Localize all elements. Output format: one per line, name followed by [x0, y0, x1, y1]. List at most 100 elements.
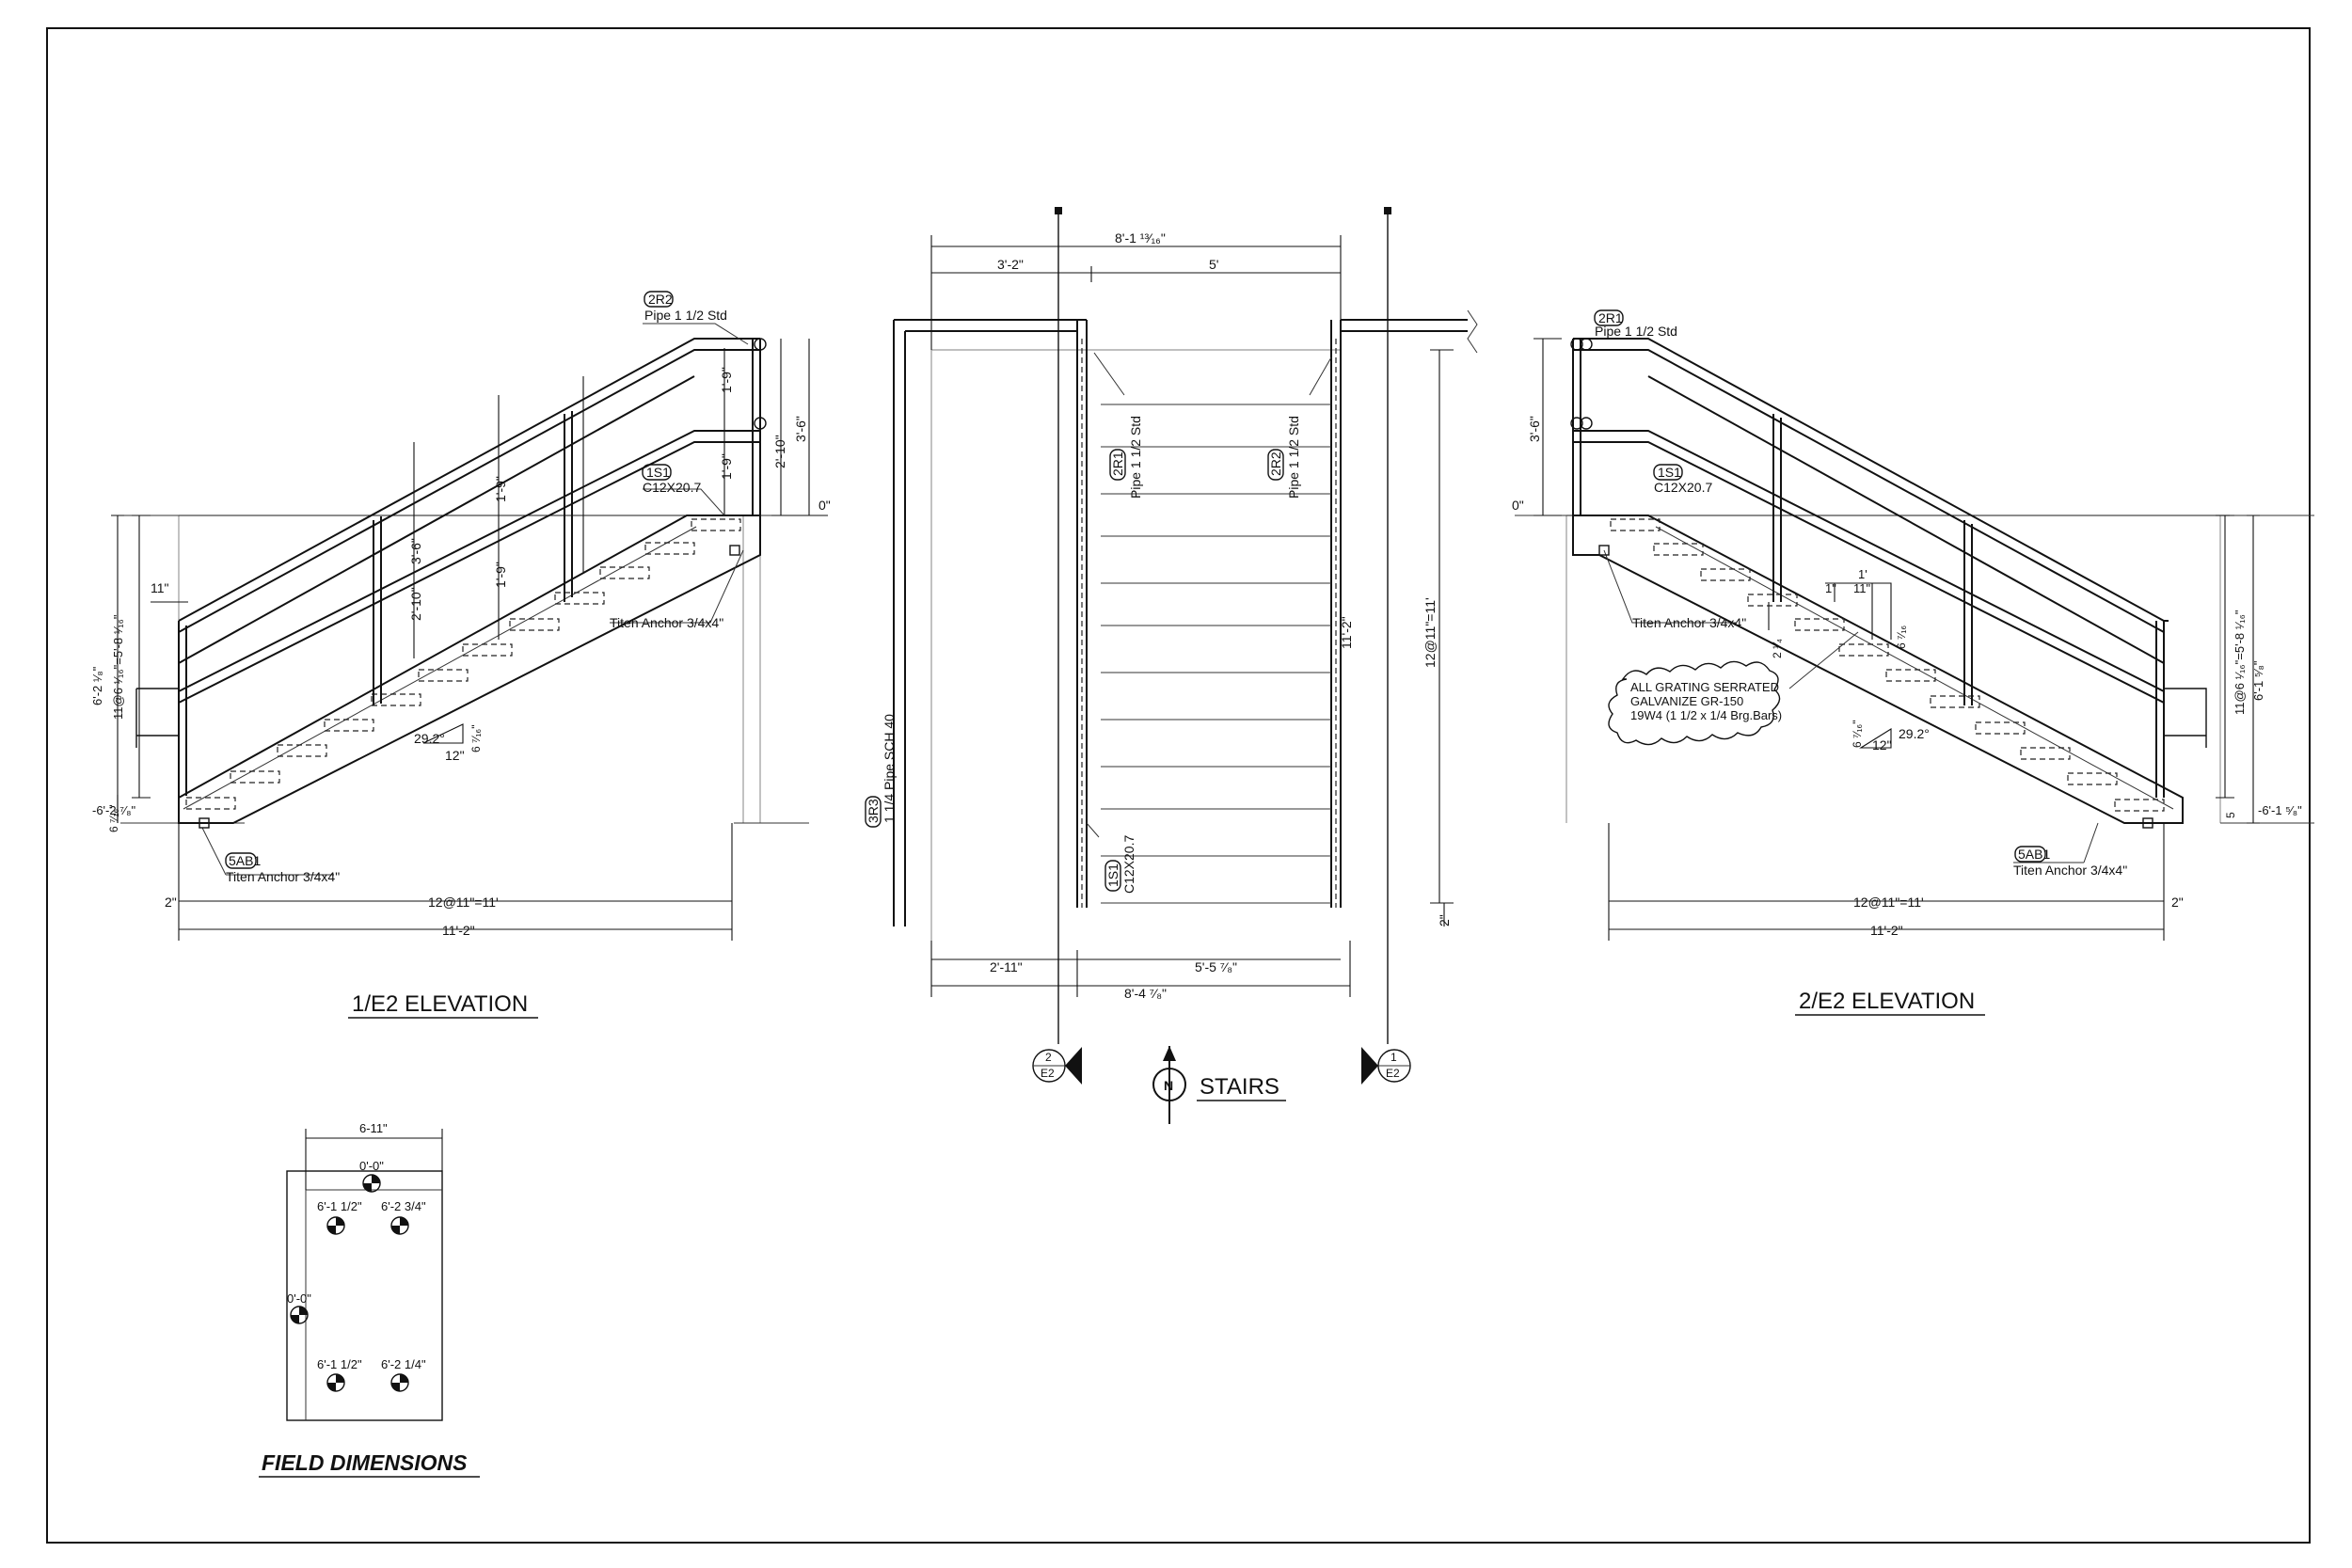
note-line-1: ALL GRATING SERRATED: [1630, 680, 1779, 694]
north-arrow-icon: N: [1152, 1046, 1186, 1124]
elev2-riser-b: 6 ⁷⁄₁₆": [1851, 720, 1864, 748]
elev1-run12: 12": [445, 748, 465, 763]
elev2-neg: -6'-1 ⁵⁄₈": [2258, 803, 2302, 817]
elev1-neg: -6'-2 ⁷⁄₈": [92, 803, 135, 817]
marker-right-sheet: E2: [1386, 1067, 1400, 1080]
elev1-pipe: Pipe 1 1/2 Std: [644, 308, 727, 323]
elev1-dim-11: 11": [151, 580, 169, 595]
elev2-rise-right: 6'-1 ⁵⁄₈": [2251, 660, 2265, 701]
elev2-rise-total: 11@6 ¹⁄₁₆"=5'-8 ¹⁄₁₆": [2233, 610, 2247, 715]
field-br: 6'-2 1/4": [381, 1357, 426, 1371]
elev1-dim-3-6b: 3'-6": [408, 538, 423, 564]
field-tl: 6'-1 1/2": [317, 1199, 362, 1213]
elev1-dim-1-9b: 1'-9": [719, 453, 734, 480]
plan-stairs: 2R1 Pipe 1 1/2 Std 2R2 Pipe 1 1/2 Std 11…: [865, 207, 1478, 1124]
elevation-1: 2R2 Pipe 1 1/2 Std 1S1 C12X20.7 0" 3'-6"…: [90, 291, 831, 1019]
plan-pipe-a: Pipe 1 1/2 Std: [1128, 416, 1143, 499]
plan-title: STAIRS: [1200, 1074, 1279, 1100]
plan-tag-3r3: 3R3: [866, 799, 881, 823]
field-top: 0'-0": [359, 1159, 384, 1173]
elev2-dim-0: 0": [1512, 498, 1524, 513]
handrail-2: [1570, 338, 2207, 798]
field-left: 0'-0": [287, 1291, 311, 1306]
elev2-channel: C12X20.7: [1654, 480, 1712, 495]
elev2-dim-2q: 2 ¹⁄₄: [1771, 639, 1784, 658]
elev1-title: 1/E2 ELEVATION: [352, 991, 528, 1017]
elev1-overall: 11'-2": [442, 923, 475, 938]
plan-overall-top: 8'-1 ¹³⁄₁₆": [1115, 230, 1166, 245]
treads-2: [1610, 518, 2165, 812]
field-dimensions: 6-11" 0'-0" 6'-1 1/2" 6'-2 3/4" 0'-0" 6'…: [259, 1121, 480, 1478]
elev1-rise-left: 6'-2 ¹⁄₈": [90, 666, 104, 705]
elev1-dim-2-10: 2'-10": [772, 435, 787, 468]
plan-tag-1s1: 1S1: [1105, 863, 1120, 887]
elev2-dim-1: 1': [1858, 567, 1867, 581]
elev2-treads: 12@11"=11': [1853, 895, 1924, 910]
plan-channel: C12X20.7: [1121, 835, 1136, 894]
elev2-run12: 12": [1872, 737, 1892, 752]
elev1-anchor-top: Titen Anchor 3/4x4": [610, 615, 723, 630]
plan-treads: 12@11"=11': [1422, 597, 1438, 668]
elev2-title: 2/E2 ELEVATION: [1799, 989, 1975, 1014]
elev2-anchor-bot: Titen Anchor 3/4x4": [2013, 863, 2127, 878]
elev1-tag-1s1: 1S1: [646, 465, 670, 480]
plan-tag-2r1: 2R1: [1110, 451, 1125, 476]
field-tr: 6'-2 3/4": [381, 1199, 426, 1213]
section-marker-right: 1 E2: [1361, 1047, 1411, 1085]
plan-dim-2: 2": [1437, 914, 1452, 927]
note-line-2: GALVANIZE GR-150: [1630, 694, 1743, 708]
elev2-dim-2: 2": [2171, 895, 2184, 910]
elevation-2: ALL GRATING SERRATED GALVANIZE GR-150 19…: [1512, 309, 2314, 1016]
elev1-treads: 12@11"=11': [428, 895, 499, 910]
field-title: FIELD DIMENSIONS: [262, 1450, 468, 1475]
section-marker-left: 2 E2: [1032, 1047, 1082, 1085]
survey-marker-icon: [290, 1174, 409, 1392]
treads-1: [185, 518, 741, 810]
marker-left-num: 2: [1045, 1051, 1052, 1064]
field-width: 6-11": [359, 1121, 388, 1135]
elev2-riser-a: 6 ⁷⁄₁₆: [1895, 626, 1908, 649]
elev1-riser-b: 6 ⁷⁄₁₆": [469, 724, 483, 752]
elev2-tag-5ab1: 5AB1: [2018, 847, 2050, 862]
sheet-border: [46, 27, 2311, 1544]
plan-pipe-b: Pipe 1 1/2 Std: [1286, 416, 1301, 499]
plan-dim-11-2: 11'-2": [1339, 616, 1354, 649]
plan-overall-bot: 8'-4 ⁷⁄₈": [1124, 986, 1167, 1001]
handrail-1: [135, 338, 767, 798]
elev2-overall: 11'-2": [1870, 923, 1903, 938]
elev1-tag-2r2: 2R2: [648, 292, 673, 307]
plan-dim-5-5: 5'-5 ⁷⁄₈": [1195, 959, 1237, 974]
elev2-angle: 29.2°: [1899, 726, 1930, 741]
elev2-dim-3-6: 3'-6": [1527, 416, 1542, 442]
elev2-tag-2r1: 2R1: [1598, 310, 1623, 325]
plan-tag-2r2: 2R2: [1268, 451, 1283, 476]
elev1-dim-1-9d: 1'-9": [493, 562, 508, 588]
elev1-dim-3-6: 3'-6": [793, 416, 808, 442]
plan-dim-5: 5': [1209, 257, 1218, 272]
plan-pipe-c: 1 1/4 Pipe SCH 40: [882, 714, 897, 823]
elev1-anchor-bot: Titen Anchor 3/4x4": [226, 869, 340, 884]
plan-dim-2-11: 2'-11": [990, 959, 1023, 974]
elev2-pipe: Pipe 1 1/2 Std: [1595, 324, 1677, 339]
elev1-dim-2-10b: 2'-10": [408, 587, 423, 621]
elev1-dim-0: 0": [818, 498, 831, 513]
note-line-3: 19W4 (1 1/2 x 1/4 Brg.Bars): [1630, 708, 1782, 722]
elev1-dim-1-9c: 1'-9": [493, 476, 508, 502]
elev2-dim-11: 11": [1853, 581, 1870, 595]
grating-note-cloud: [1608, 660, 1781, 746]
elev1-channel: C12X20.7: [643, 480, 701, 495]
elev1-riser: 6 ⁷⁄₁₆": [107, 804, 120, 832]
elev1-dim-1-9a: 1'-9": [719, 367, 734, 393]
elev2-tag-1s1: 1S1: [1658, 465, 1681, 480]
elev2-anchor-top: Titen Anchor 3/4x4": [1632, 615, 1746, 630]
elev1-rise-total: 11@6 ¹⁄₁₆"=5'-8 ¹⁄₁₆": [111, 614, 125, 720]
marker-left-sheet: E2: [1041, 1067, 1055, 1080]
elev2-dim-5: 5: [2224, 812, 2237, 818]
plan-dim-3-2: 3'-2": [997, 257, 1024, 272]
plan-treads: [1101, 404, 1331, 904]
elev1-angle: 29.2°: [414, 731, 445, 746]
north-label: N: [1164, 1078, 1173, 1093]
elev2-dim-1in: 1": [1825, 581, 1836, 595]
elev1-tag-5ab1: 5AB1: [229, 853, 261, 868]
